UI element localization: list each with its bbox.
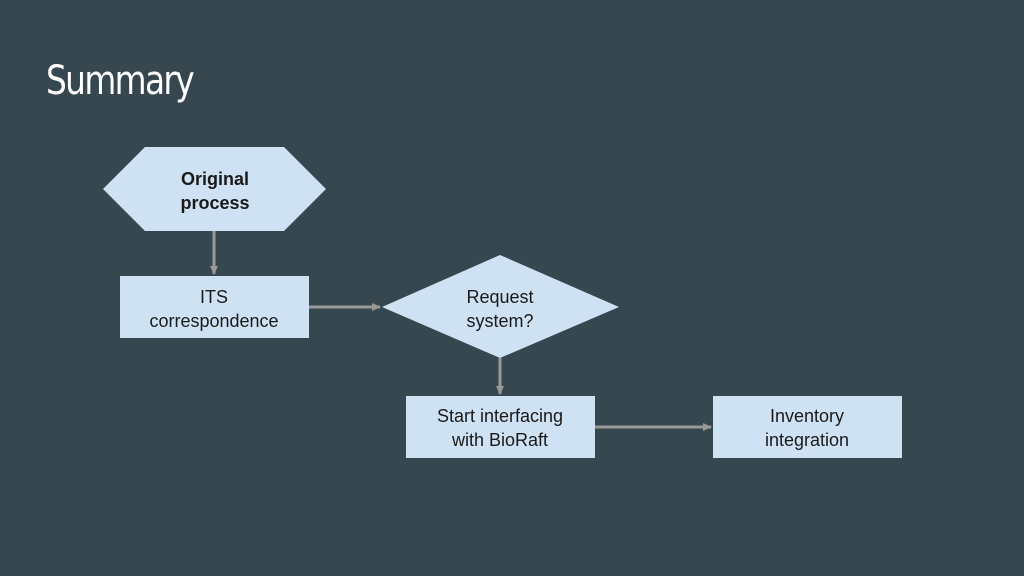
node-inventory-integration: Inventory integration bbox=[713, 396, 902, 458]
rectangle-shape bbox=[713, 396, 902, 458]
node-label-line2: correspondence bbox=[149, 311, 278, 331]
hexagon-shape bbox=[103, 147, 326, 231]
node-original-process: Original process bbox=[103, 147, 326, 231]
page-title: Summary bbox=[46, 58, 195, 104]
node-label-line2: process bbox=[180, 193, 249, 213]
node-label-line1: Inventory bbox=[770, 406, 844, 426]
node-label-line2: system? bbox=[466, 311, 533, 331]
node-its-correspondence: ITS correspondence bbox=[120, 276, 309, 338]
node-label-line2: integration bbox=[765, 430, 849, 450]
node-label-line2: with BioRaft bbox=[451, 430, 548, 450]
node-request-system: Request system? bbox=[382, 255, 619, 358]
node-label-line1: Start interfacing bbox=[437, 406, 563, 426]
node-label-line1: ITS bbox=[200, 287, 228, 307]
node-label-line1: Request bbox=[466, 287, 533, 307]
rectangle-shape bbox=[406, 396, 595, 458]
node-start-interfacing: Start interfacing with BioRaft bbox=[406, 396, 595, 458]
rectangle-shape bbox=[120, 276, 309, 338]
node-label-line1: Original bbox=[181, 169, 249, 189]
diamond-shape bbox=[382, 255, 619, 358]
